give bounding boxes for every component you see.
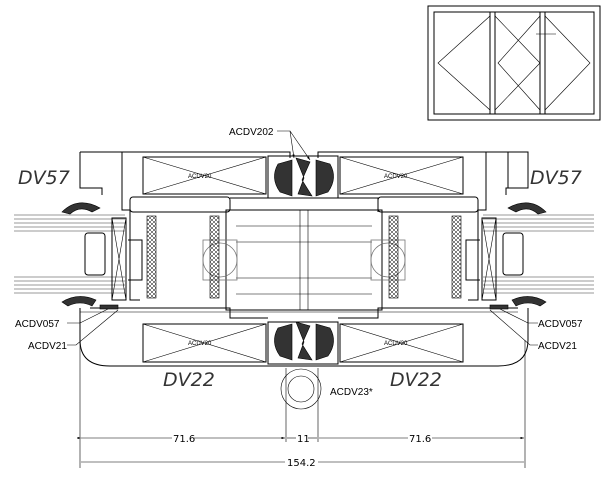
elevation-thumbnail: [427, 5, 601, 121]
dimension-overall: 154.2: [287, 458, 316, 469]
bottom-profile: [61, 296, 547, 367]
label-acdv202: ACDV202: [229, 127, 274, 138]
interlock-gasket-top: [267, 155, 339, 199]
label-acdv057-left: ACDV057: [15, 319, 60, 330]
label-dv22-left: DV22: [163, 369, 215, 391]
label-dv22-right: DV22: [390, 369, 442, 391]
dimension-right: 71.6: [409, 434, 431, 445]
label-acdv23: ACDV23*: [330, 387, 373, 398]
leader-lines: [67, 130, 538, 346]
center-body: [128, 197, 480, 311]
label-dv57-left: DV57: [18, 167, 70, 189]
label-acdv21-right: ACDV21: [538, 341, 577, 352]
dimension-left: 71.6: [173, 434, 195, 445]
label-acdv21-left: ACDV21: [28, 341, 67, 352]
label-acdv20-top-left: ACDV20: [188, 174, 212, 180]
interlock-gasket-bottom: [267, 321, 339, 365]
acdv23-roller: [280, 368, 322, 410]
label-acdv20-top-right: ACDV20: [384, 174, 408, 180]
label-acdv20-bottom-left: ACDV20: [188, 341, 212, 347]
label-acdv057-right: ACDV057: [538, 319, 583, 330]
glazing: [14, 214, 594, 301]
label-dv57-right: DV57: [530, 167, 582, 189]
label-acdv20-bottom-right: ACDV20: [384, 341, 408, 347]
dimension-lines: [77, 340, 526, 468]
dimension-middle: 11: [297, 434, 310, 445]
